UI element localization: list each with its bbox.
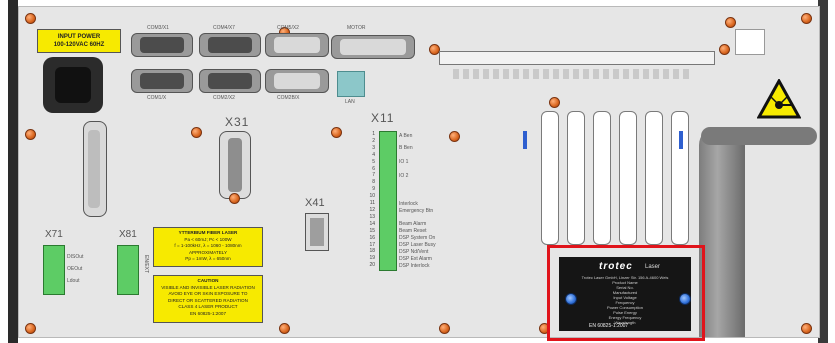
bolt-icon	[565, 293, 577, 305]
caution-label: CAUTION VISIBLE AND INVISIBLE LASER RADI…	[153, 275, 263, 323]
x11-signal-labels: A Ben B Ben IO 1 IO 2 Interlock Emergenc…	[399, 133, 436, 269]
screw-icon	[801, 13, 812, 24]
com2b-label: COM2B/X	[277, 95, 300, 101]
vent-slot	[541, 111, 559, 245]
blue-marker	[679, 131, 683, 149]
laser-warning-icon	[756, 77, 802, 119]
x81-terminal-block[interactable]	[117, 245, 139, 295]
com3-port[interactable]	[131, 33, 193, 57]
input-power-label: INPUT POWER 100-120VAC 60HZ	[37, 29, 121, 53]
com2-port[interactable]	[199, 69, 261, 93]
x41-label: X41	[305, 197, 325, 209]
vent-slot	[593, 111, 611, 245]
screw-icon	[449, 131, 460, 142]
blue-marker	[523, 131, 527, 149]
com4-port[interactable]	[199, 33, 261, 57]
x11-terminal-block[interactable]	[379, 131, 397, 271]
com5-port[interactable]	[265, 33, 329, 57]
com3-label: COM3/X1	[147, 25, 169, 31]
header-legend	[453, 69, 693, 79]
com5-label: COM5/X2	[277, 25, 299, 31]
rear-panel: INPUT POWER 100-120VAC 60HZ COM3/X1 COM4…	[18, 6, 820, 341]
rating-plate: trotec Laser Trotec Laser GmbH, Linzer S…	[559, 257, 691, 331]
dsub-tall-connector[interactable]	[83, 121, 107, 217]
com4-label: COM4/X7	[213, 25, 235, 31]
screw-icon	[331, 127, 342, 138]
sticker	[735, 29, 765, 55]
screw-icon	[429, 44, 440, 55]
lan-label: LAN	[345, 99, 355, 105]
exhaust-pipe	[699, 127, 745, 337]
x71-terminal-block[interactable]	[43, 245, 65, 295]
pipe-top	[701, 127, 817, 145]
com2b-port[interactable]	[265, 69, 329, 93]
screw-icon	[439, 323, 450, 334]
rating-plate-highlight	[547, 245, 705, 341]
vent-slot	[671, 111, 689, 245]
screw-icon	[719, 44, 730, 55]
motor-port[interactable]	[331, 35, 415, 59]
motor-label: MOTOR	[347, 25, 366, 31]
screw-icon	[725, 17, 736, 28]
x11-label: X11	[371, 111, 395, 125]
vent-slot	[619, 111, 637, 245]
screw-icon	[191, 127, 202, 138]
screw-icon	[25, 13, 36, 24]
ribbon-header[interactable]	[439, 51, 715, 65]
x31-connector[interactable]	[219, 131, 251, 199]
x81-label: X81	[119, 229, 137, 240]
vent-slot	[567, 111, 585, 245]
left-rail	[8, 0, 18, 343]
screw-icon	[25, 323, 36, 334]
right-rail	[818, 0, 828, 343]
vent-slot	[645, 111, 663, 245]
screw-icon	[25, 129, 36, 140]
com1-port[interactable]	[131, 69, 193, 93]
fiber-laser-label: YTTERBIUM FIBER LASER Pa < 60mJ; Pc < 10…	[153, 227, 263, 267]
screw-icon	[801, 323, 812, 334]
com2-label: COM2/X2	[213, 95, 235, 101]
x31-label: X31	[225, 115, 250, 129]
com1-label: COM1/X	[147, 95, 167, 101]
x81-signal-label: EN/EXT	[143, 255, 149, 274]
power-inlet[interactable]	[43, 57, 103, 113]
x71-label: X71	[45, 229, 63, 240]
screw-icon	[229, 193, 240, 204]
lan-port[interactable]	[337, 71, 365, 97]
x41-connector[interactable]	[305, 213, 329, 251]
screw-icon	[549, 97, 560, 108]
screw-icon	[279, 323, 290, 334]
bolt-icon	[679, 293, 691, 305]
